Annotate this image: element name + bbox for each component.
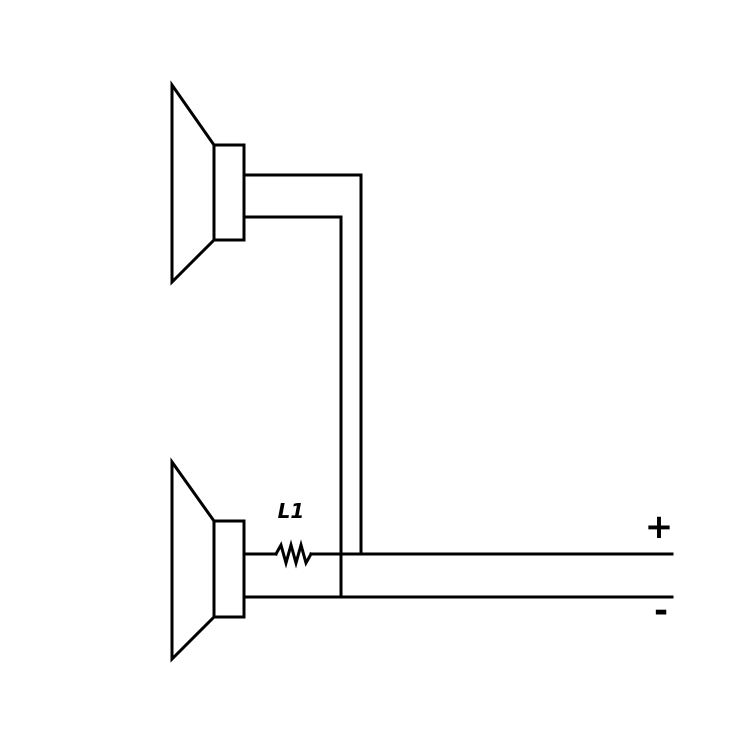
bottom-speaker-icon	[170, 457, 246, 663]
bottom-speaker-cone	[170, 457, 216, 663]
bottom-speaker-magnet	[212, 519, 246, 619]
top-speaker-negative-wire	[242, 215, 343, 599]
top-speaker-magnet	[212, 143, 246, 242]
positive-terminal-label: +	[645, 507, 674, 547]
top-speaker-icon	[170, 80, 246, 286]
inductor-l1-symbol	[273, 539, 314, 569]
top-speaker-positive-wire	[242, 173, 363, 556]
negative-terminal-label: -	[654, 591, 668, 631]
inductor-label: L1	[278, 499, 305, 523]
top-speaker-cone	[170, 80, 216, 286]
